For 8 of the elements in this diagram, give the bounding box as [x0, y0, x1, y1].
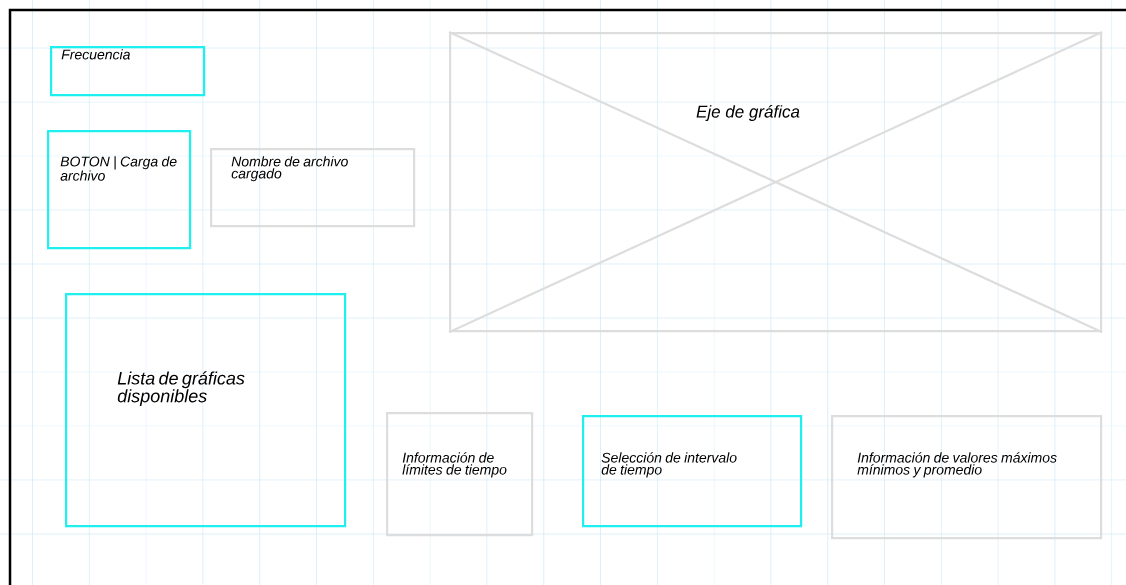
- control-box: Lista de gráficas disponibles: [65, 293, 347, 528]
- info-box: Información de valores máximos mínimos y promedio: [831, 415, 1103, 540]
- info-box: Información de límites de tiempo: [386, 412, 534, 537]
- control-box: Selección de intervalo de tiempo: [582, 415, 803, 528]
- control-box: Frecuencia: [50, 46, 206, 97]
- info-box: Nombre de archivo cargado: [210, 148, 416, 228]
- chart-title: Eje de gráfica: [696, 104, 800, 121]
- control-box: BOTON | Carga de archivo: [47, 130, 192, 250]
